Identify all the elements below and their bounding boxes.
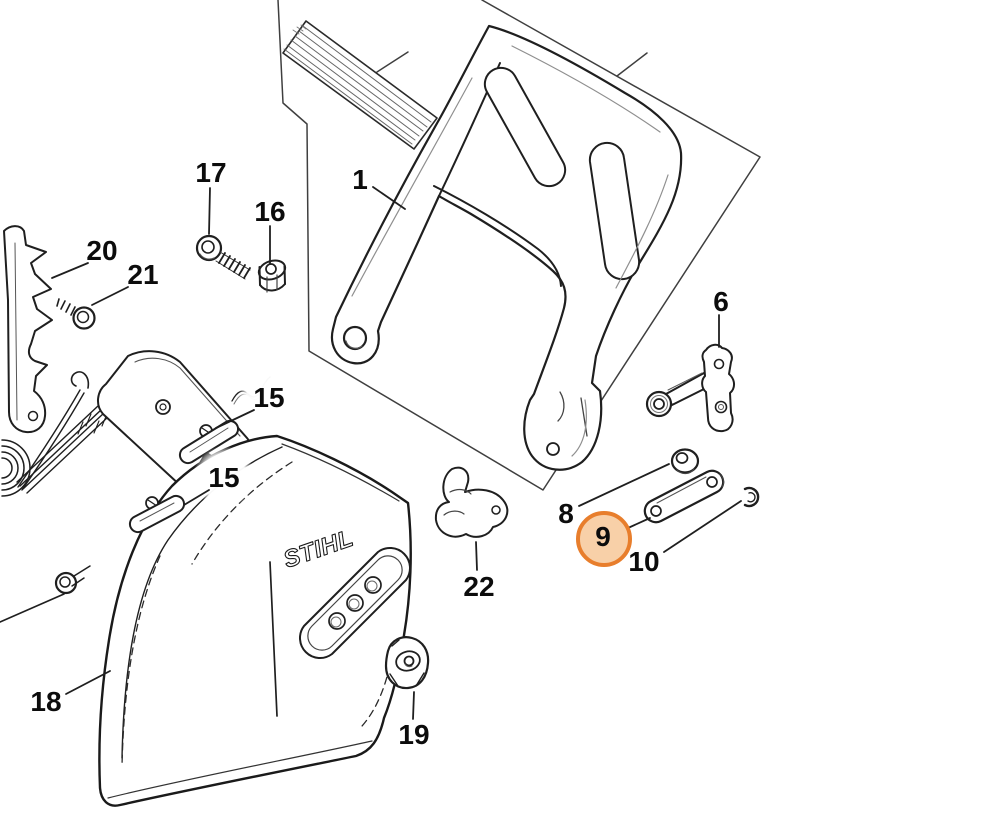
callout-leader-line — [91, 286, 129, 306]
fasteners-and-spike-art — [3, 225, 287, 434]
callout-19[interactable]: 19 — [398, 719, 429, 750]
callout-15[interactable]: 15 — [208, 462, 239, 493]
panel-outline-art — [277, 0, 761, 491]
callout-15[interactable]: 15 — [253, 382, 284, 413]
callout-number-16[interactable]: 16 — [254, 196, 285, 227]
callout-halo — [695, 275, 747, 327]
grip-pad-art — [282, 20, 438, 150]
callout-number-22[interactable]: 22 — [463, 571, 494, 602]
callout-leader-line — [627, 517, 651, 529]
callout-halo — [383, 703, 445, 765]
callout-number-21[interactable]: 21 — [127, 259, 158, 290]
callout-6[interactable]: 6 — [713, 286, 729, 317]
callout-halo — [334, 153, 386, 205]
callout-17[interactable]: 17 — [195, 157, 226, 188]
callout-leader-line — [65, 670, 111, 695]
linkage-small-parts-art — [643, 448, 760, 524]
callout-22[interactable]: 22 — [463, 571, 494, 602]
sprocket-cover-art: STIHL — [98, 434, 412, 807]
callout-number-6[interactable]: 6 — [713, 286, 729, 317]
highlight-ring[interactable] — [576, 511, 632, 567]
callout-16[interactable]: 16 — [254, 196, 285, 227]
callout-leader-line — [372, 186, 406, 210]
callout-1[interactable]: 1 — [352, 164, 368, 195]
callout-leader-line — [663, 500, 742, 553]
brake-lever-art — [645, 343, 735, 433]
callout-18[interactable]: 18 — [30, 686, 61, 717]
callout-halo — [193, 446, 255, 508]
callout-halo — [239, 180, 301, 242]
callout-number-8[interactable]: 8 — [558, 498, 574, 529]
callout-leader-line — [578, 463, 670, 507]
callout-20[interactable]: 20 — [86, 235, 117, 266]
callout-number-15[interactable]: 15 — [253, 382, 284, 413]
callout-halo — [448, 555, 510, 617]
callout-number-1[interactable]: 1 — [352, 164, 368, 195]
callout-leader-line — [215, 409, 255, 429]
callout-8[interactable]: 8 — [558, 498, 574, 529]
callout-number-19[interactable]: 19 — [398, 719, 429, 750]
clip-15b-art — [128, 494, 186, 534]
callout-number-10[interactable]: 10 — [628, 546, 659, 577]
callout-halo — [180, 141, 242, 203]
chain-catcher-art — [434, 466, 509, 538]
callout-number-9[interactable]: 9 — [595, 521, 611, 552]
callout-21[interactable]: 21 — [127, 259, 158, 290]
callout-halo — [238, 366, 300, 428]
callout-leader-line — [412, 691, 415, 720]
callout-number-18[interactable]: 18 — [30, 686, 61, 717]
callout-9-highlighted[interactable]: 9 — [576, 511, 632, 567]
callout-leader-line — [208, 187, 211, 235]
callout-10[interactable]: 10 — [628, 546, 659, 577]
hand-guard-art — [330, 24, 683, 471]
callout-leader-line — [51, 262, 89, 279]
callout-number-15[interactable]: 15 — [208, 462, 239, 493]
callout-number-20[interactable]: 20 — [86, 235, 117, 266]
callout-leader-line — [475, 541, 478, 571]
callout-number-17[interactable]: 17 — [195, 157, 226, 188]
collar-nut-art — [384, 636, 430, 690]
callout-halo — [15, 670, 77, 732]
callout-halo — [112, 243, 174, 305]
callout-leader-line — [183, 489, 210, 506]
